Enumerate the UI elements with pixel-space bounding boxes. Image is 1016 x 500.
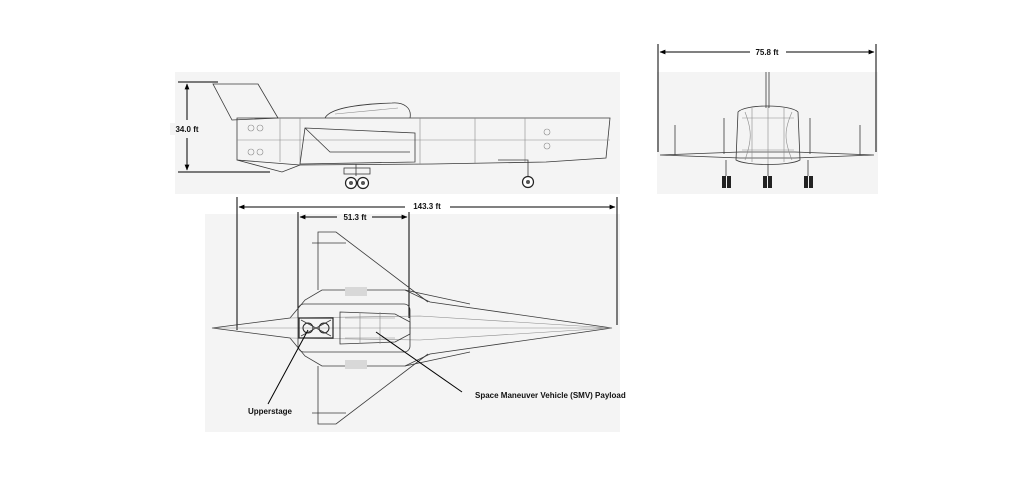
top-view: 143.3 ft 51.3 ft Upperstage Space <box>205 197 626 432</box>
side-view: 34.0 ft <box>170 72 620 194</box>
smv-payload-callout: Space Maneuver Vehicle (SMV) Payload <box>475 391 626 400</box>
height-dimension-label: 34.0 ft <box>175 125 198 134</box>
front-view: 75.8 ft <box>657 44 878 194</box>
upperstage-callout: Upperstage <box>248 407 293 416</box>
bay-length-dimension-label: 51.3 ft <box>343 213 366 222</box>
span-dimension-label: 75.8 ft <box>755 48 778 57</box>
length-dimension-label: 143.3 ft <box>413 202 441 211</box>
